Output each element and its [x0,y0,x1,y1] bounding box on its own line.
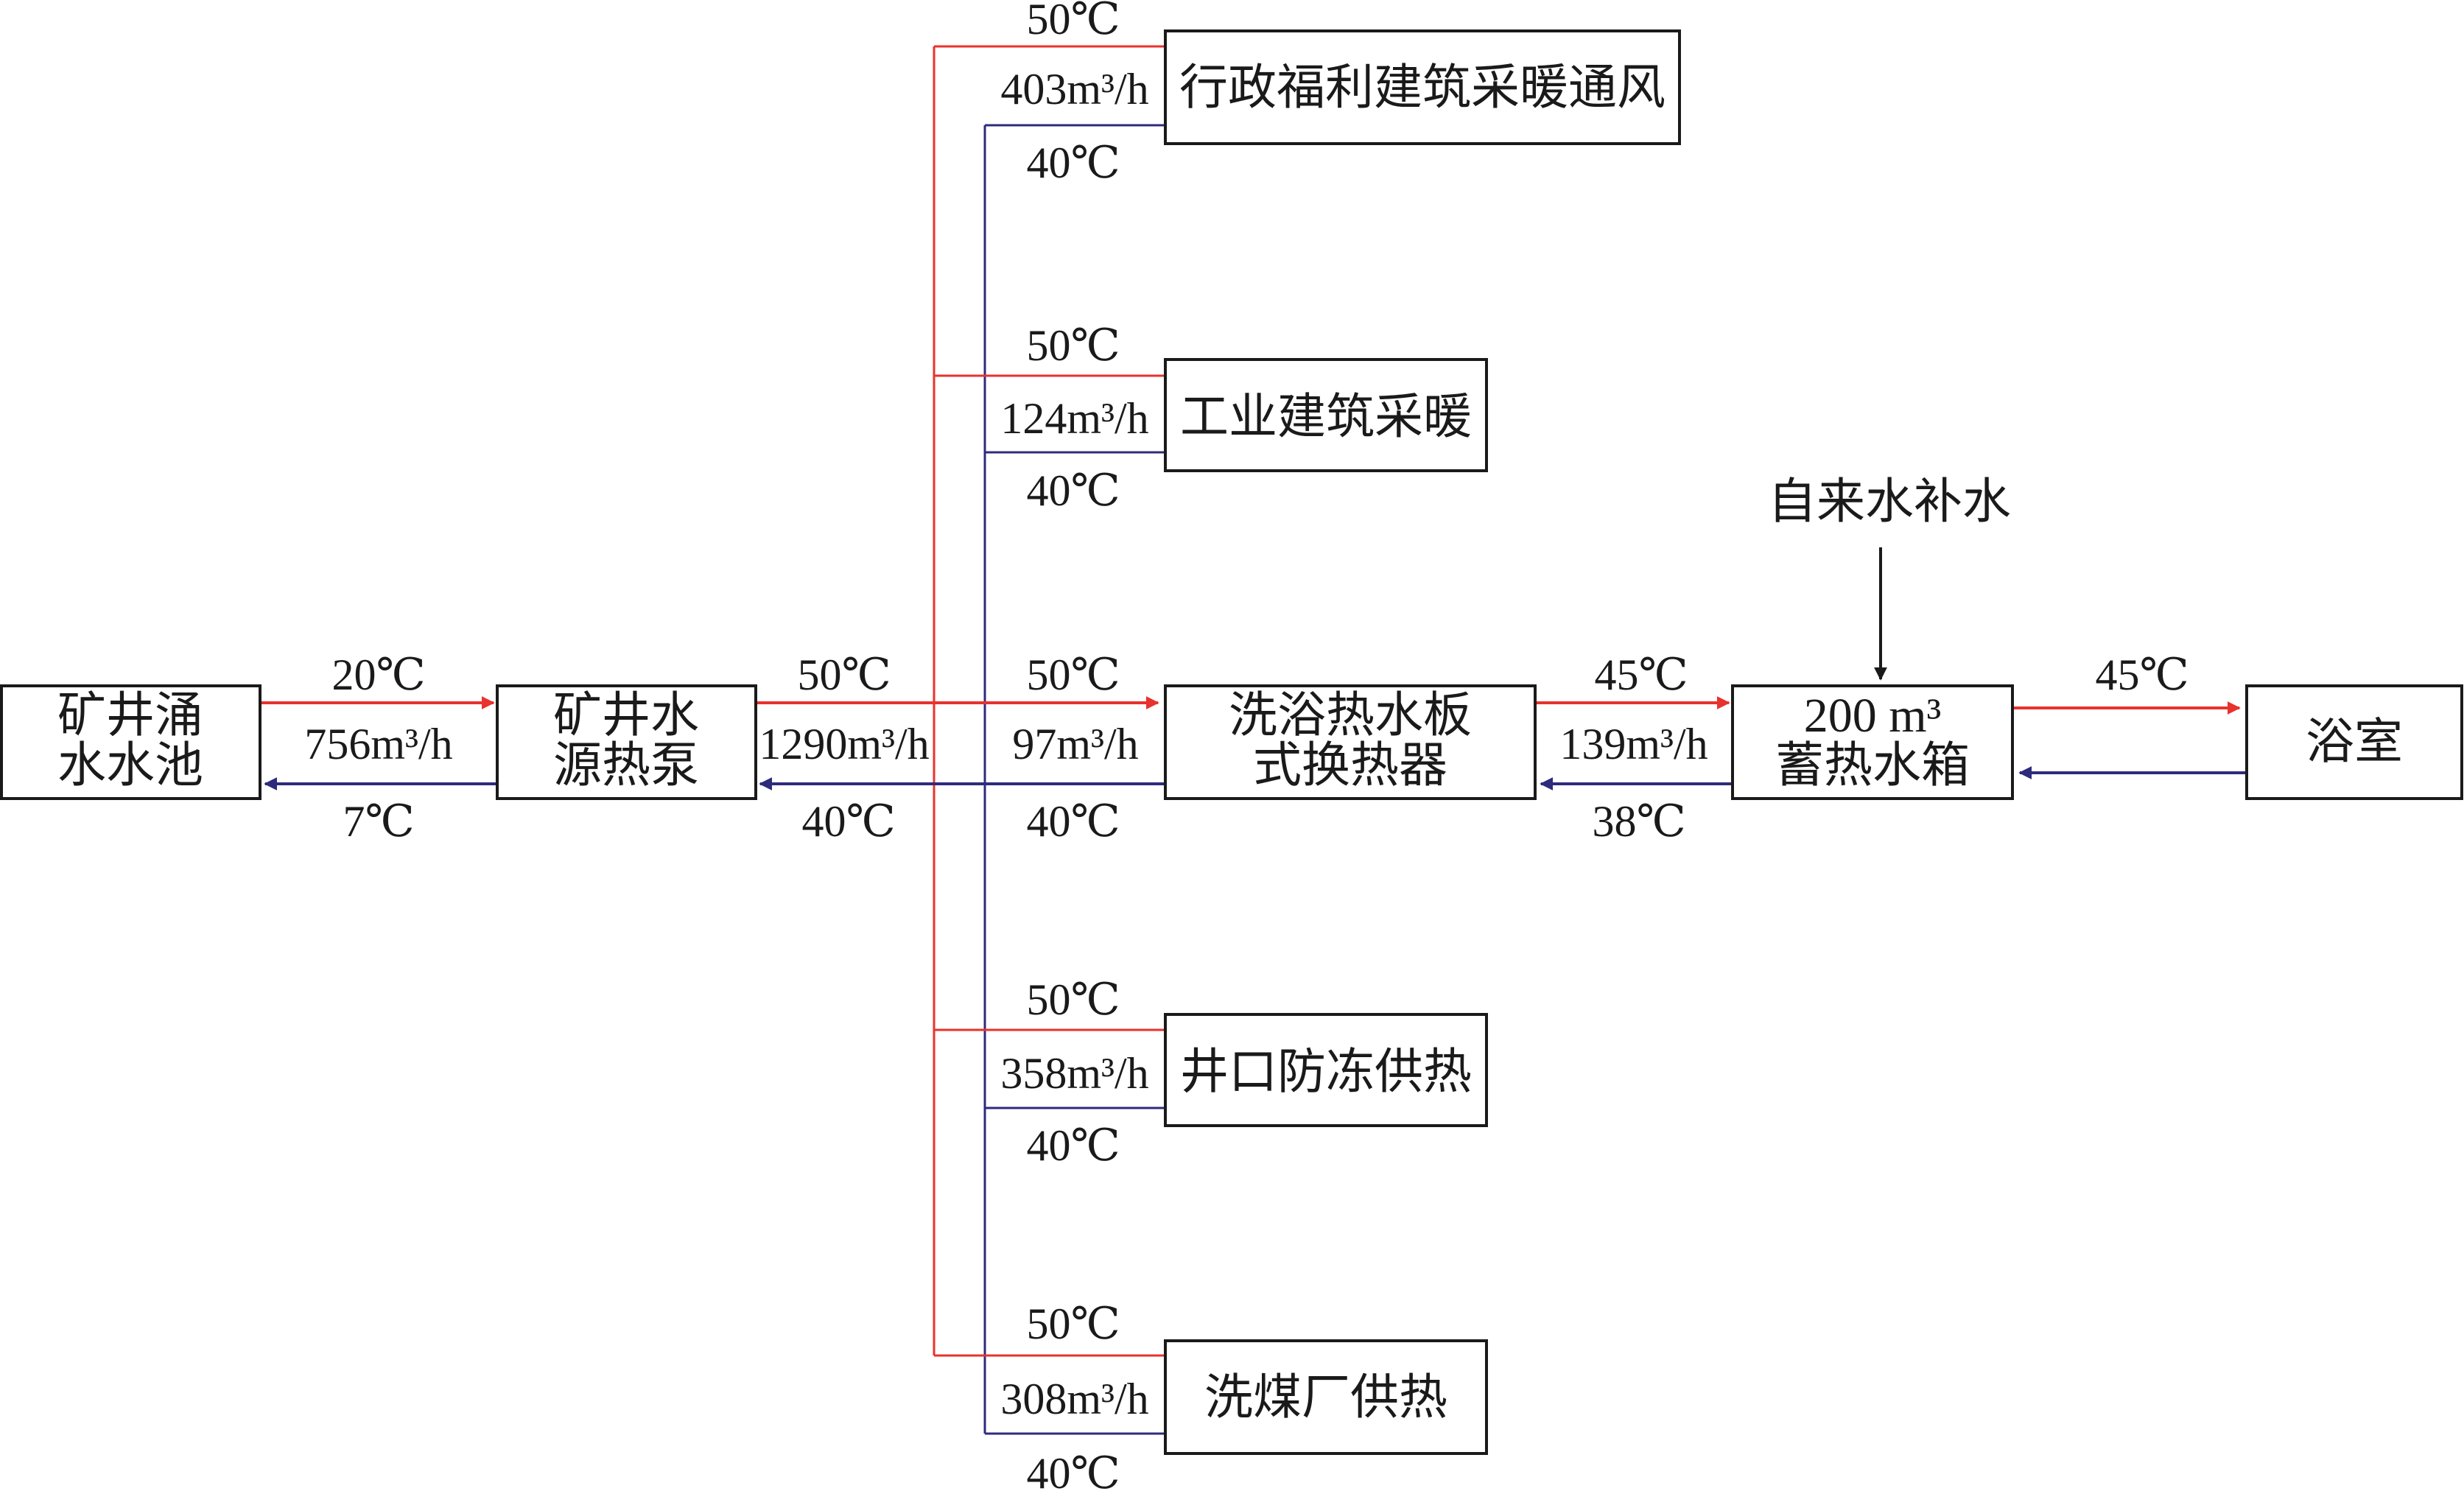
exchanger-label-line1: 洗浴热水板 [1229,689,1472,743]
tank-in-flow: 139m³/h [1559,720,1707,768]
bathroom-box [2245,684,2463,800]
heat-pump-label-line2: 源热泵 [553,739,699,793]
wellhead-label: 井口防冻供热 [1180,1045,1472,1099]
tank-in-supply-temp: 45℃ [1594,650,1688,699]
industrial-flow: 124m³/h [1000,394,1148,443]
exchanger-label-line2: 式换热器 [1253,739,1447,793]
bath-supply-temp: 45℃ [2095,650,2189,699]
admin-label: 行政福利建筑采暖通风 [1179,61,1666,115]
wellhead-return-temp: 40℃ [1026,1121,1120,1170]
pool-label-line1: 矿井涌 [57,689,203,743]
pool-box [0,684,262,800]
pool-hp-return-temp: 7℃ [343,797,414,846]
tank-in-return-temp: 38℃ [1592,797,1685,846]
industrial-supply-temp: 50℃ [1026,321,1120,370]
coal-plant-supply-temp: 50℃ [1026,1300,1120,1348]
coal-plant-label: 洗煤厂供热 [1204,1371,1447,1425]
exchanger-return-temp: 40℃ [1026,797,1120,846]
coal-plant-return-temp: 40℃ [1026,1449,1120,1494]
industrial-label: 工业建筑采暖 [1180,390,1472,444]
exchanger-flow: 97m³/h [1012,720,1138,768]
heat-pump-label-line1: 矿井水 [553,689,699,743]
tank-box [1731,684,2014,800]
admin-flow: 403m³/h [1000,65,1148,113]
hp-out-flow: 1290m³/h [759,720,929,768]
industrial-return-temp: 40℃ [1026,466,1120,515]
hp-out-return-temp: 40℃ [801,797,895,846]
coal-plant-box [1164,1339,1488,1455]
exchanger-box [1164,684,1537,800]
hp-out-supply-temp: 50℃ [797,650,891,699]
admin-supply-temp: 50℃ [1026,0,1120,43]
pool-label-line2: 水水池 [57,739,203,793]
pool-hp-flow: 756m³/h [304,720,452,768]
tank-label-line1: 200 m³ [1804,689,1942,743]
heat-pump-box [496,684,757,800]
exchanger-supply-temp: 50℃ [1026,650,1120,699]
industrial-box [1164,358,1488,472]
tap-water-label: 自来水补水 [1768,475,2011,529]
tank-label-line2: 蓄热水箱 [1775,739,1970,793]
wellhead-flow: 358m³/h [1000,1049,1148,1098]
admin-box [1164,29,1681,145]
pool-hp-supply-temp: 20℃ [331,650,425,699]
wellhead-supply-temp: 50℃ [1026,975,1120,1024]
bathroom-label: 浴室 [2306,715,2403,769]
wellhead-box [1164,1013,1488,1127]
admin-return-temp: 40℃ [1026,138,1120,187]
coal-plant-flow: 308m³/h [1000,1375,1148,1423]
